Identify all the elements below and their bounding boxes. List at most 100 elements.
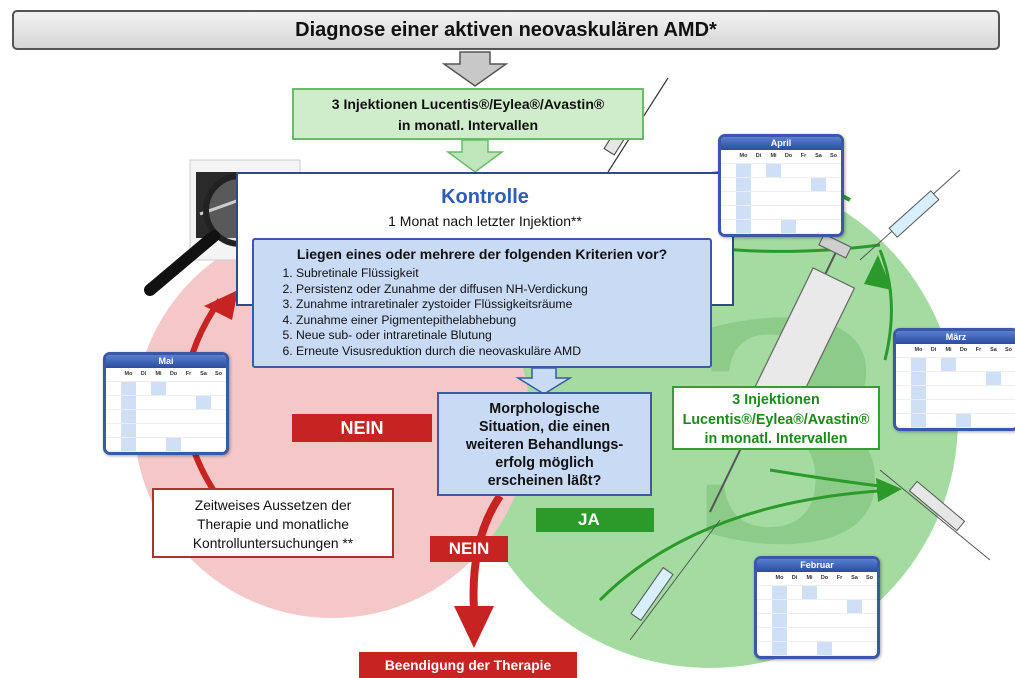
calendar-day-cell: [971, 358, 986, 372]
pause-therapy-box: Zeitweises Aussetzen der Therapie und mo…: [152, 488, 394, 558]
calendar-day-cell: [956, 372, 971, 386]
calendar-weekday: Mi: [802, 572, 817, 586]
calendar-month: März: [896, 331, 1015, 344]
calendar-day-cell: [832, 628, 847, 642]
calendar-day-cell: [956, 386, 971, 400]
criteria-heading: Liegen eines oder mehrere der folgenden …: [296, 246, 668, 262]
calendar-day-cell: [136, 438, 151, 452]
right-injection-line3: in monatl. Intervallen: [704, 431, 848, 447]
calendar-day-cell: [751, 178, 766, 192]
criteria-list: Subretinale Flüssigkeit Persistenz oder …: [254, 266, 710, 359]
calendar-day-cell: [911, 386, 926, 400]
calendar-day-cell: [121, 438, 136, 452]
calendar-day-cell: [196, 410, 211, 424]
calendar-weekday: [721, 150, 736, 164]
right-injection-line1: 3 Injektionen: [732, 392, 820, 408]
calendar-day-cell: [956, 414, 971, 428]
header-title: Diagnose einer aktiven neovaskulären AMD…: [295, 18, 717, 41]
calendar-day-cell: [926, 372, 941, 386]
syringe-big-icon: [709, 233, 856, 513]
calendar-day-cell: [941, 400, 956, 414]
calendar-day-cell: [781, 220, 796, 234]
calendar-day-cell: [911, 372, 926, 386]
morph-line: Situation, die einen: [478, 419, 611, 435]
calendar-day-cell: [971, 372, 986, 386]
calendar-day-cell: [911, 400, 926, 414]
criteria-box: Liegen eines oder mehrere der folgenden …: [252, 238, 712, 368]
calendar-day-cell: [772, 628, 787, 642]
calendar-day-cell: [911, 358, 926, 372]
calendar-day-cell: [757, 642, 772, 656]
calendar-day-cell: [796, 220, 811, 234]
calendar-day-cell: [802, 600, 817, 614]
calendar-day-cell: [826, 178, 841, 192]
calendar-day-cell: [736, 178, 751, 192]
calendar-day-cell: [826, 220, 841, 234]
calendar-weekday: Mi: [766, 150, 781, 164]
calendar-day-cell: [896, 414, 911, 428]
calendar-day-cell: [196, 424, 211, 438]
calendar-day-cell: [151, 438, 166, 452]
calendar-day-cell: [757, 628, 772, 642]
calendar-day-cell: [802, 642, 817, 656]
calendar-day-cell: [166, 410, 181, 424]
calendar-day-cell: [811, 206, 826, 220]
calendar-day-cell: [896, 358, 911, 372]
calendar-day-cell: [721, 178, 736, 192]
calendar-day-cell: [151, 424, 166, 438]
syringe-bottom-icon: [629, 519, 721, 641]
calendar-day-cell: [196, 438, 211, 452]
calendar-day-cell: [847, 628, 862, 642]
calendar-day-cell: [151, 396, 166, 410]
calendar-day-cell: [1001, 358, 1015, 372]
calendar-weekday: Do: [817, 572, 832, 586]
kontrolle-title: Kontrolle: [441, 186, 529, 208]
right-injection-box: 3 Injektionen Lucentis®/Eylea®/Avastin® …: [672, 386, 880, 450]
calendar-day-cell: [766, 178, 781, 192]
red-arrowhead-left: [204, 290, 238, 320]
calendar-weekday: Di: [926, 344, 941, 358]
criteria-item: Subretinale Flüssigkeit: [296, 266, 710, 282]
calendar-day-cell: [817, 614, 832, 628]
calendar-day-cell: [911, 414, 926, 428]
calendar-weekday: Mi: [941, 344, 956, 358]
calendar-day-cell: [787, 628, 802, 642]
calendar-day-cell: [926, 414, 941, 428]
calendar-day-cell: [811, 178, 826, 192]
down-arrow-green: [445, 139, 505, 173]
calendar-day-cell: [847, 614, 862, 628]
calendar-day-cell: [1001, 386, 1015, 400]
calendar-day-cell: [787, 600, 802, 614]
criteria-item: Erneute Visusreduktion durch die neovask…: [296, 344, 710, 360]
calendar-day-cell: [1001, 414, 1015, 428]
calendar-weekday: Sa: [847, 572, 862, 586]
calendar-day-cell: [211, 424, 226, 438]
calendar-month: Mai: [106, 355, 226, 368]
calendar-weekday: Sa: [196, 368, 211, 382]
calendar-day-cell: [826, 164, 841, 178]
calendar-day-cell: [847, 600, 862, 614]
top-injection-line2: in monatl. Intervallen: [397, 117, 539, 133]
calendar-day-cell: [757, 600, 772, 614]
morph-line: erfolg möglich: [495, 455, 594, 471]
calendar-day-cell: [166, 396, 181, 410]
calendar-day-cell: [196, 396, 211, 410]
calendar-day-cell: [766, 206, 781, 220]
calendar-day-cell: [817, 642, 832, 656]
calendar-day-cell: [787, 614, 802, 628]
criteria-item: Neue sub- oder intraretinale Blutung: [296, 328, 710, 344]
calendar-day-cell: [106, 438, 121, 452]
calendar-day-cell: [736, 206, 751, 220]
criteria-item: Persistenz oder Zunahme der diffusen NH-…: [296, 282, 710, 298]
calendar-day-cell: [817, 600, 832, 614]
calendar-day-cell: [211, 396, 226, 410]
calendar-day-cell: [751, 164, 766, 178]
calendar-day-cell: [832, 600, 847, 614]
green-arc-bottom: [598, 488, 896, 602]
calendar-day-cell: [136, 410, 151, 424]
calendar-day-cell: [862, 614, 877, 628]
